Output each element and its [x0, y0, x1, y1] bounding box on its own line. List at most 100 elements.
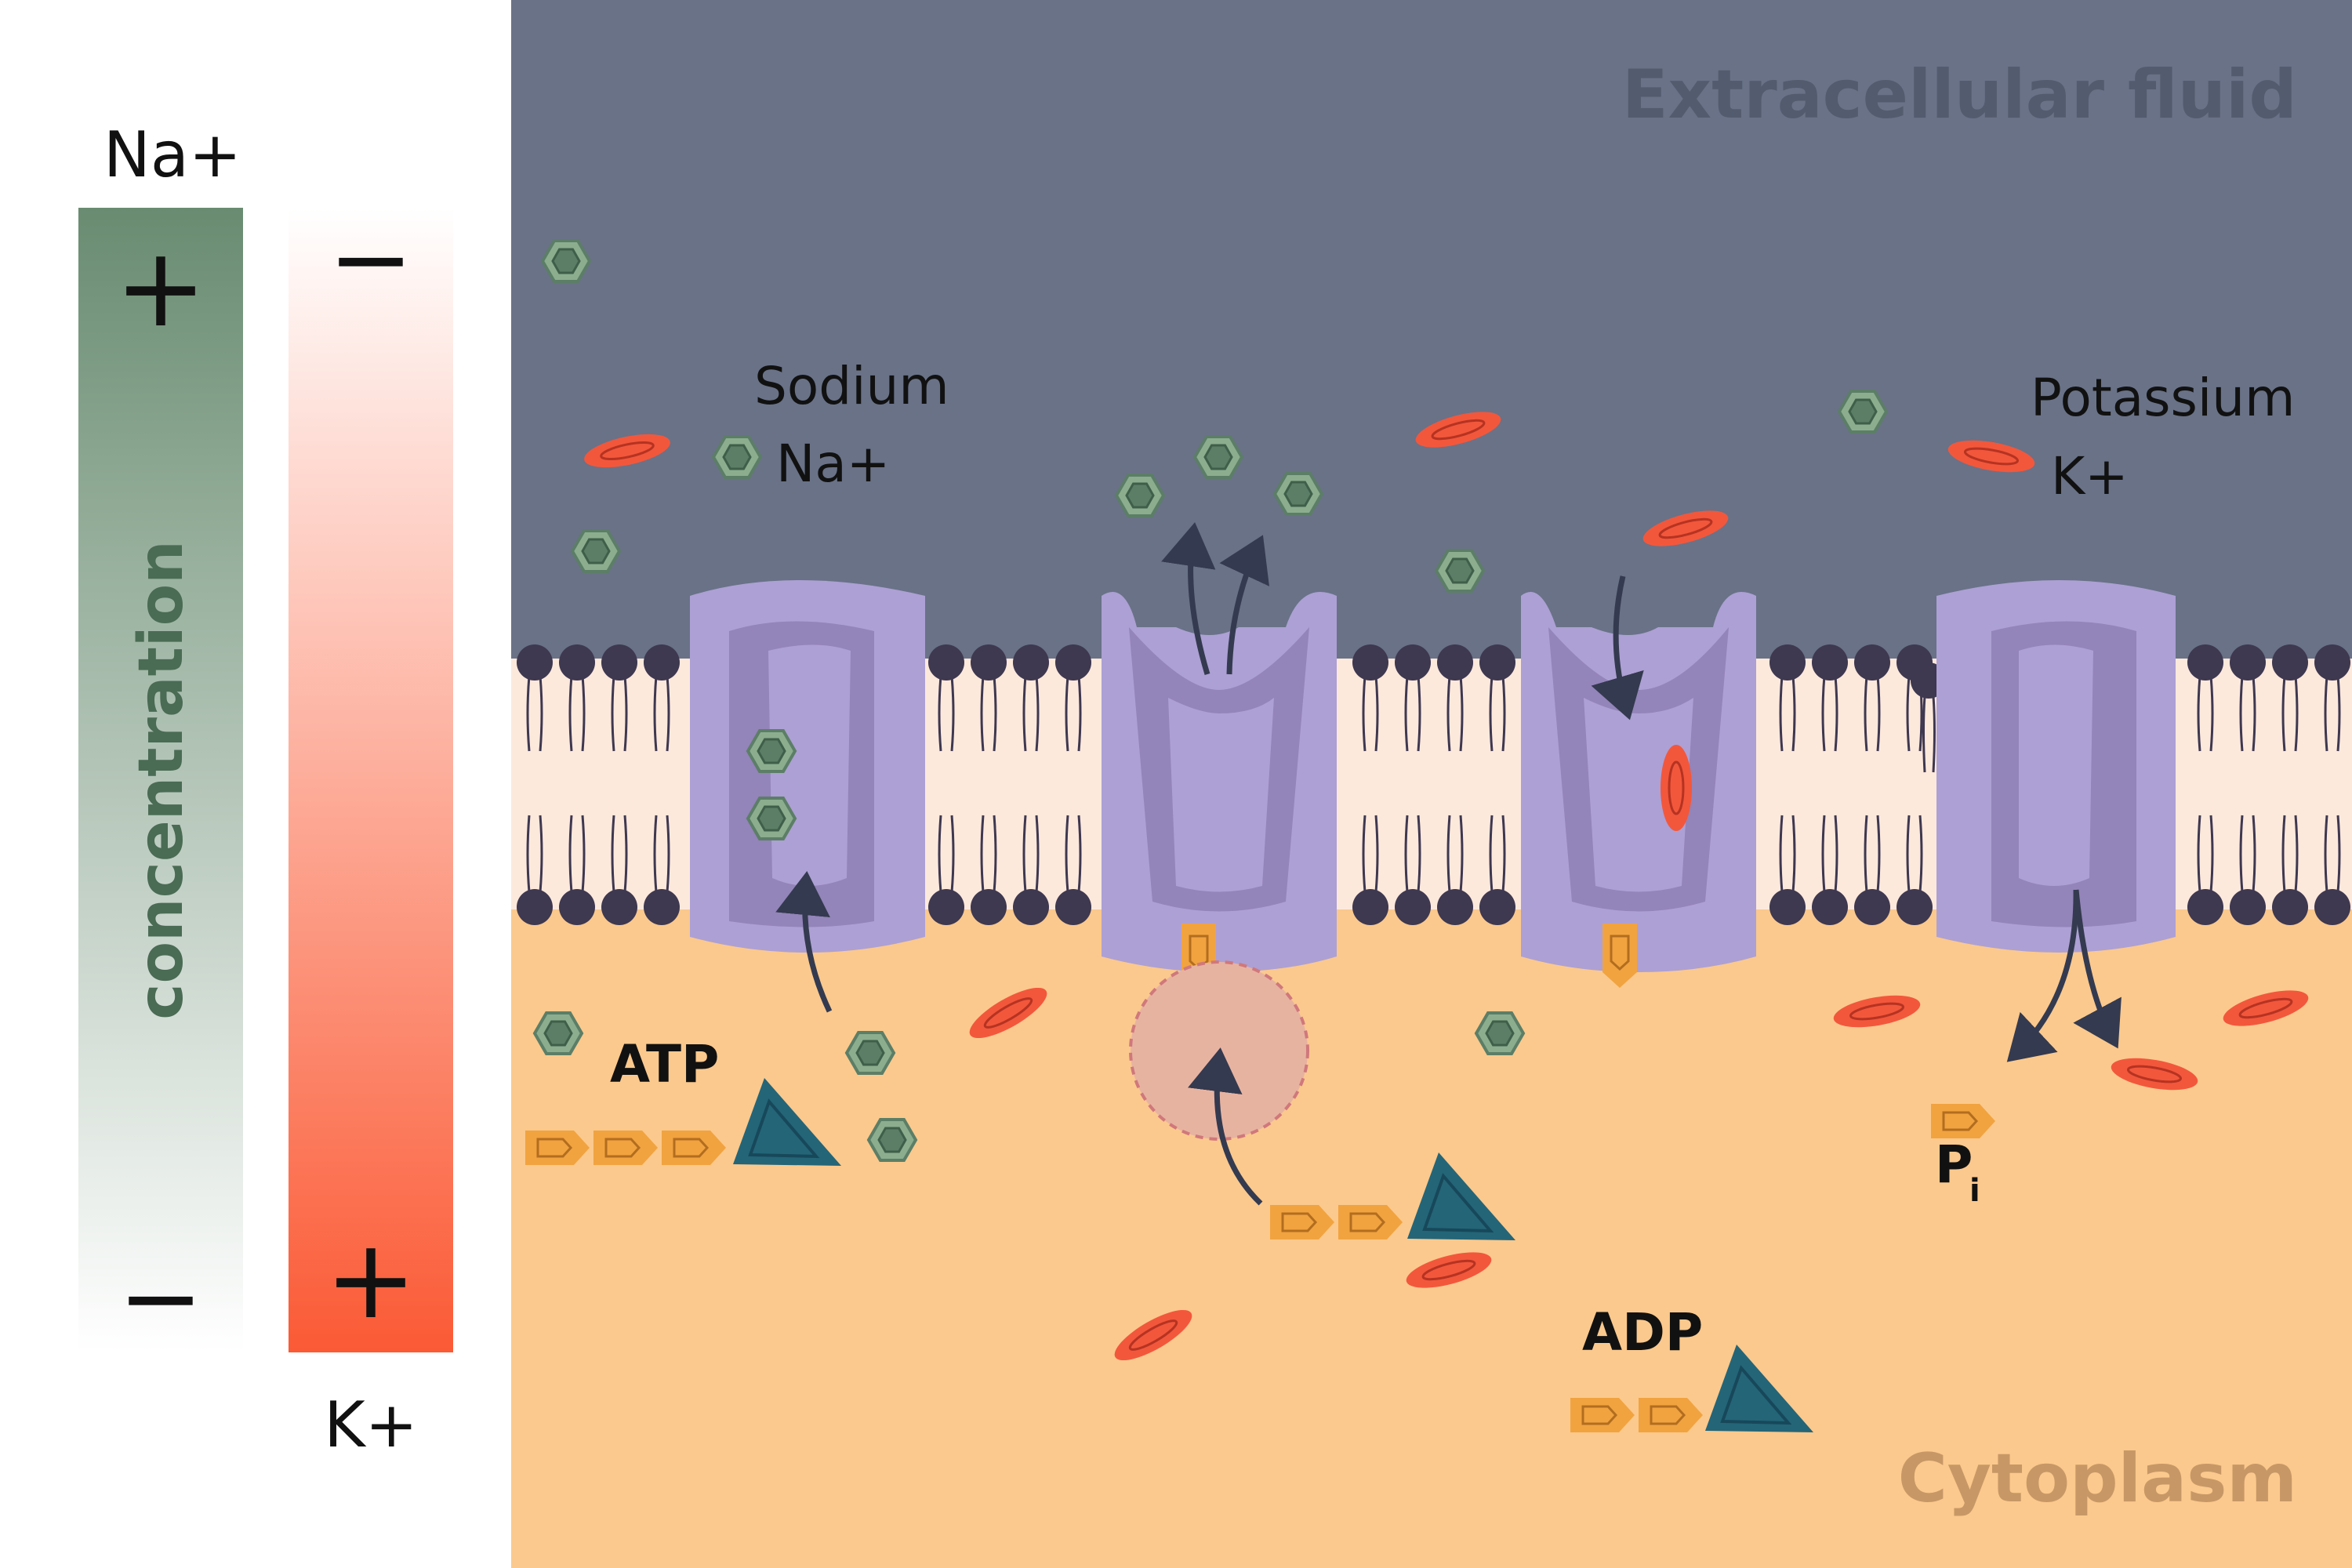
- sodium-ion-icon: [1475, 1011, 1525, 1055]
- lipid-head: [2314, 889, 2350, 925]
- lipid-head: [2272, 644, 2308, 681]
- sodium-ion-icon: [845, 1031, 895, 1075]
- lipid-bilayer: [517, 644, 2350, 925]
- lipid-tail: [2197, 675, 2214, 752]
- sodium-concentration-bar: [78, 208, 243, 1352]
- lipid-tail: [611, 675, 628, 752]
- potassium-symbol: K+: [2051, 446, 2129, 506]
- sodium-ion-icon: [1435, 549, 1485, 593]
- adp-label: ADP: [1582, 1302, 1703, 1363]
- sodium-release-arrow-left: [1161, 522, 1216, 676]
- lipid-tail: [1779, 815, 1796, 893]
- lipid-head: [928, 889, 964, 925]
- lipid-head: [1395, 644, 1431, 681]
- lipid-tail: [653, 815, 670, 893]
- lipid-tail: [1404, 815, 1421, 893]
- pump-state-4-release-potassium: [1936, 580, 2176, 953]
- sodium-ion-icon: [571, 529, 621, 573]
- inorganic-phosphate: P i: [1929, 1102, 1997, 1209]
- lipid-tail: [1821, 675, 1838, 752]
- cytoplasm-label: Cytoplasm: [1898, 1439, 2297, 1518]
- concentration-label: concentration: [126, 540, 197, 1020]
- lipid-tail: [1362, 675, 1379, 752]
- sodium-ion-icon: [1838, 390, 1888, 434]
- pi-label: P: [1935, 1134, 1973, 1195]
- lipid-tail: [1022, 675, 1040, 752]
- lipid-head: [1812, 644, 1848, 681]
- lipid-tail: [1906, 815, 1923, 893]
- lipid-head: [1854, 889, 1890, 925]
- potassium-label: Potassium: [2031, 368, 2295, 428]
- bound-potassium-ion: [1661, 745, 1692, 831]
- extracellular-region: [511, 0, 2352, 659]
- concentration-gradient-panel: Na+ + − concentration − + K+: [78, 118, 453, 1461]
- k-high-sign: +: [325, 1216, 416, 1344]
- lipid-tail: [1362, 815, 1379, 893]
- lipid-tail: [611, 815, 628, 893]
- lipid-head: [1437, 889, 1473, 925]
- lipid-head: [601, 644, 637, 681]
- lipid-tail: [1864, 815, 1881, 893]
- lipid-head: [517, 889, 553, 925]
- sodium-label: Sodium: [754, 356, 949, 416]
- na-high-sign: +: [114, 224, 206, 352]
- lipid-head: [1013, 644, 1049, 681]
- lipid-tail: [1065, 675, 1082, 752]
- lipid-head: [1352, 644, 1388, 681]
- sodium-ion-icon: [1273, 472, 1323, 516]
- pi-subscript: i: [1969, 1173, 1980, 1209]
- lipid-head: [1055, 644, 1091, 681]
- pump-state-1-open-inward: [690, 580, 925, 953]
- lipid-head: [2272, 889, 2308, 925]
- lipid-tail: [653, 675, 670, 752]
- lipid-head: [971, 644, 1007, 681]
- sodium-release-arrow-right: [1219, 535, 1269, 675]
- lipid-tail: [980, 815, 997, 893]
- lipid-tail: [1489, 675, 1506, 752]
- sodium-ion-icon: [746, 729, 797, 773]
- k-scale-label: K+: [324, 1388, 418, 1461]
- sodium-binding-arrow: [775, 871, 833, 1013]
- sodium-ion-icon: [1115, 474, 1165, 517]
- lipid-tail: [526, 815, 543, 893]
- potassium-release-arrow-right: [2073, 889, 2122, 1049]
- lipid-tail: [938, 675, 955, 752]
- lipid-tail: [980, 675, 997, 752]
- lipid-head: [1854, 644, 1890, 681]
- lipid-head: [559, 644, 595, 681]
- lipid-tail: [1446, 675, 1464, 752]
- adp-molecule: ADP: [1569, 1302, 1815, 1434]
- potassium-release-arrow-left: [2006, 889, 2079, 1062]
- phosphorylation-arrow: [1188, 1047, 1263, 1206]
- lipid-tail: [2324, 675, 2341, 752]
- lipid-head: [1769, 889, 1806, 925]
- sodium-ion-icon: [746, 797, 797, 840]
- lipid-tail: [1489, 815, 1506, 893]
- lipid-head: [1479, 644, 1515, 681]
- lipid-head: [1055, 889, 1091, 925]
- lipid-head: [517, 644, 553, 681]
- sodium-ion-icon: [1193, 435, 1243, 479]
- lipid-head: [1479, 889, 1515, 925]
- lipid-head: [2187, 644, 2223, 681]
- lipid-head: [1437, 644, 1473, 681]
- lipid-tail: [2281, 815, 2299, 893]
- lipid-head: [2230, 889, 2266, 925]
- lipid-head: [1395, 889, 1431, 925]
- lipid-head: [644, 644, 680, 681]
- lipid-tail: [1022, 815, 1040, 893]
- pump-state-3-potassium-binding: [1521, 592, 1756, 989]
- lipid-tail: [938, 815, 955, 893]
- lipid-head: [1896, 889, 1933, 925]
- lipid-head: [601, 889, 637, 925]
- lipid-head: [644, 889, 680, 925]
- lipid-head: [1812, 889, 1848, 925]
- lipid-tail: [2324, 815, 2341, 893]
- lipid-head: [928, 644, 964, 681]
- lipid-tail: [1065, 815, 1082, 893]
- pump-state-2-open-outward: [1102, 592, 1337, 1141]
- potassium-entry-arrow: [1591, 575, 1644, 720]
- lipid-tail: [2239, 815, 2256, 893]
- lipid-tail: [1446, 815, 1464, 893]
